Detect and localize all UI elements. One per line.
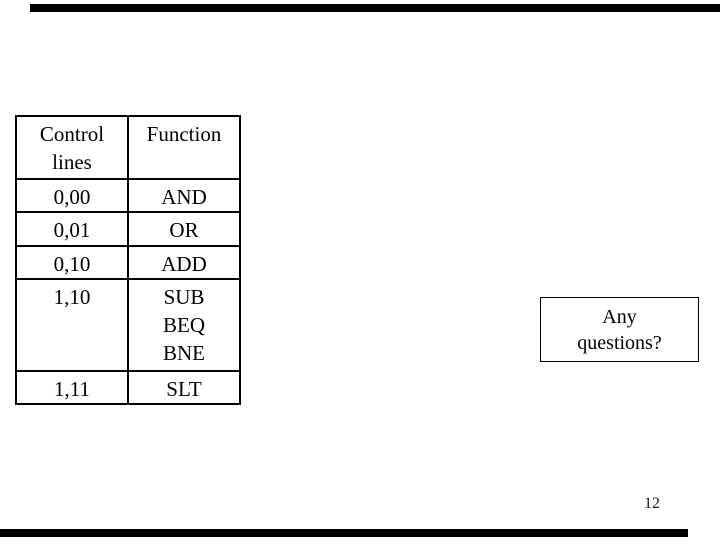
table-row: 1,10 SUB BEQ BNE: [15, 278, 241, 372]
any-questions-box: Any questions?: [540, 297, 699, 362]
table-header-row: Control lines Function: [15, 115, 241, 180]
table-cell-control: 0,01: [15, 211, 129, 247]
table-header-function: Function: [127, 115, 241, 180]
top-edge-bar: [30, 4, 720, 12]
table-cell-function: ADD: [127, 245, 241, 280]
table-cell-control: 0,10: [15, 245, 129, 280]
table-cell-function: SLT: [127, 370, 241, 405]
table-cell-control: 0,00: [15, 178, 129, 213]
control-function-table: Control lines Function 0,00 AND 0,01 OR …: [15, 115, 241, 405]
table-cell-function: SUB BEQ BNE: [127, 278, 241, 372]
table-header-control-lines: Control lines: [15, 115, 129, 180]
table-row: 0,10 ADD: [15, 245, 241, 280]
table-cell-function: OR: [127, 211, 241, 247]
page-number: 12: [644, 495, 660, 512]
bottom-edge-bar: [0, 529, 688, 537]
table-row: 0,01 OR: [15, 211, 241, 247]
any-questions-text: Any questions?: [577, 305, 662, 354]
table-row: 1,11 SLT: [15, 370, 241, 405]
table-row: 0,00 AND: [15, 178, 241, 213]
table-cell-control: 1,11: [15, 370, 129, 405]
table-cell-function: AND: [127, 178, 241, 213]
table-cell-control: 1,10: [15, 278, 129, 372]
